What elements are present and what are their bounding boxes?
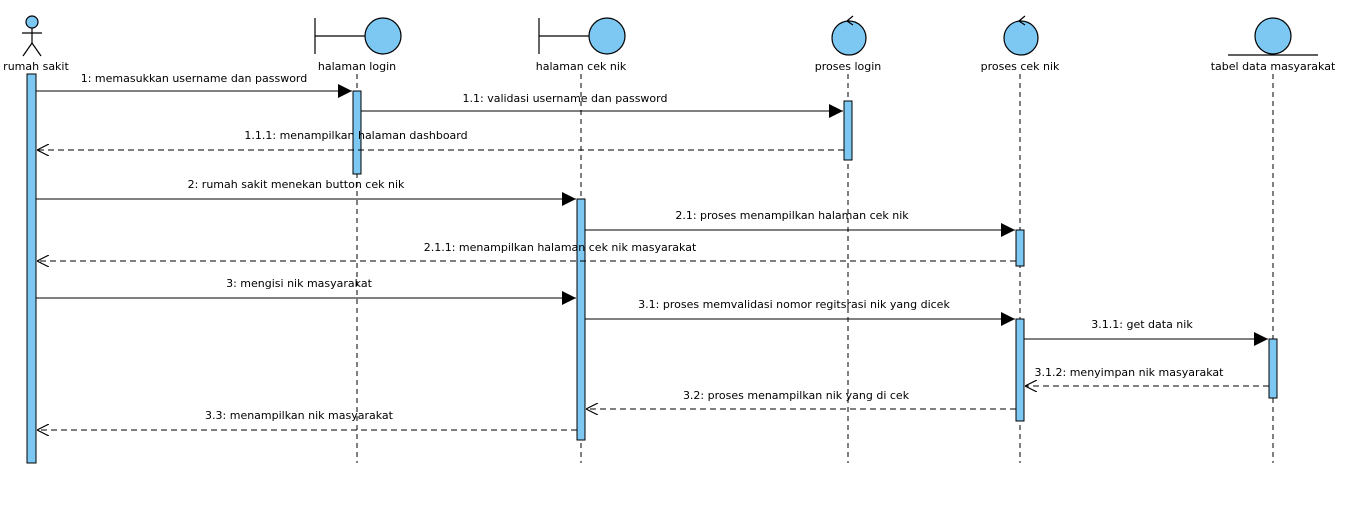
message-label: 3: mengisi nik masyarakat [226,277,372,290]
boundary-icon [538,17,626,55]
activation-rumah-sakit [26,73,37,464]
message-label: 3.1.2: menyimpan nik masyarakat [1035,366,1225,379]
message-label: 1: memasukkan username dan password [81,72,308,85]
message-label: 1.1: validasi username dan password [463,92,668,105]
participant-label: halaman cek nik [536,60,627,73]
actor-icon [22,15,42,57]
control-icon [831,15,867,56]
activation-proses-cek-nik-1 [1015,229,1025,267]
participant-rumah-sakit[interactable]: rumah sakit [3,15,69,73]
participant-proses-login[interactable]: proses login [815,15,882,73]
lifelines [31,74,1274,463]
activation-tabel-data-masyarakat [1268,338,1278,399]
message-label: 3.1.1: get data nik [1091,318,1193,331]
message-label: 2.1: proses menampilkan halaman cek nik [675,209,909,222]
participant-label: proses cek nik [981,60,1060,73]
participant-tabel-data-masyarakat[interactable]: tabel data masyarakat [1211,17,1336,73]
activation-halaman-login [352,90,362,175]
message-label: 2: rumah sakit menekan button cek nik [188,178,405,191]
message-label: 3.3: menampilkan nik masyarakat [205,409,394,422]
message-label: 2.1.1: menampilkan halaman cek nik masya… [424,241,697,254]
participant-proses-cek-nik[interactable]: proses cek nik [981,15,1060,73]
activations [26,73,1278,464]
participant-label: tabel data masyarakat [1211,60,1336,73]
message-label: 3.2: proses menampilkan nik yang di cek [683,389,910,402]
entity-icon [1228,17,1318,56]
participant-halaman-cek-nik[interactable]: halaman cek nik [536,17,627,73]
messages [36,84,1269,430]
message-label: 3.1: proses memvalidasi nomor regitsrasi… [638,298,950,311]
activation-halaman-cek-nik [576,198,586,441]
message-labels: 1: memasukkan username dan password 1.1:… [81,72,1224,422]
control-icon [1003,15,1039,56]
boundary-icon [314,17,402,55]
participant-label: halaman login [318,60,396,73]
participant-label: proses login [815,60,882,73]
message-label: 1.1.1: menampilkan halaman dashboard [244,129,467,142]
activation-proses-login [843,100,853,161]
activation-proses-cek-nik-2 [1015,318,1025,422]
participant-halaman-login[interactable]: halaman login [314,17,402,73]
participant-label: rumah sakit [3,60,69,73]
